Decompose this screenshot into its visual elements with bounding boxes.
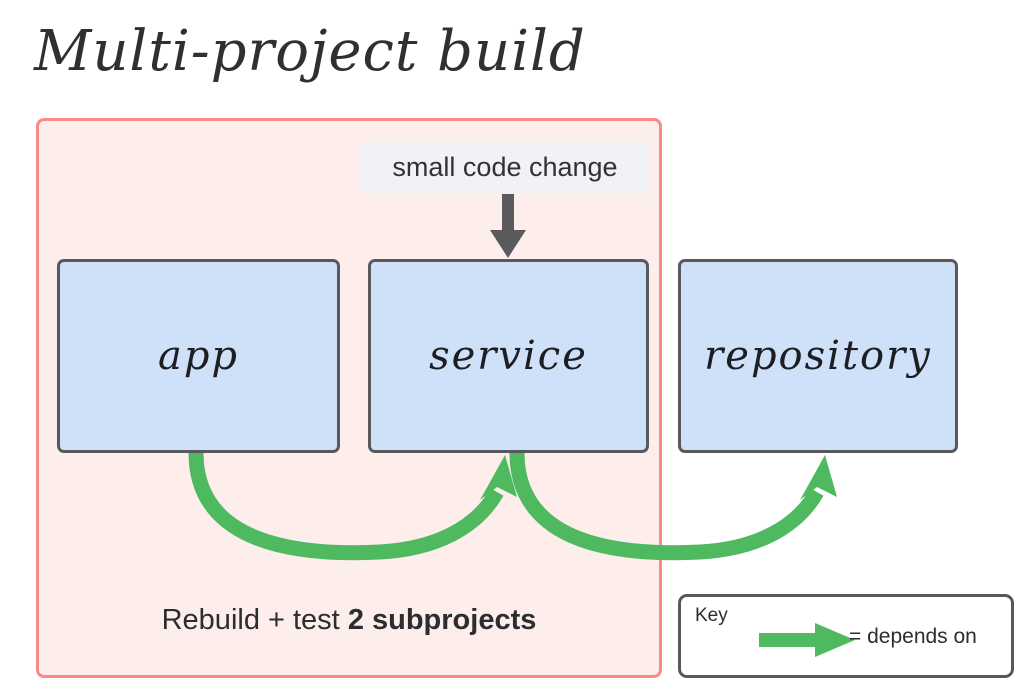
rebuild-caption: Rebuild + test 2 subprojects — [40, 598, 658, 642]
small-code-change-label: small code change — [360, 141, 650, 193]
rebuild-caption-count: 2 subprojects — [347, 604, 537, 636]
project-box-app[interactable]: app — [57, 259, 340, 453]
key-legend-box: Key = depends on — [678, 594, 1014, 678]
page-title: Multi-project build — [34, 19, 586, 84]
project-label-repository: repository — [704, 333, 932, 379]
key-title: Key — [695, 605, 728, 626]
project-box-repository[interactable]: repository — [678, 259, 958, 453]
project-label-app: app — [157, 333, 240, 379]
key-legend-text: = depends on — [849, 625, 977, 648]
project-label-service: service — [429, 333, 588, 379]
project-box-service[interactable]: service — [368, 259, 649, 453]
green-arrow-icon — [759, 623, 855, 657]
down-arrow-icon — [478, 194, 538, 262]
rebuild-caption-prefix: Rebuild + test — [161, 604, 348, 636]
